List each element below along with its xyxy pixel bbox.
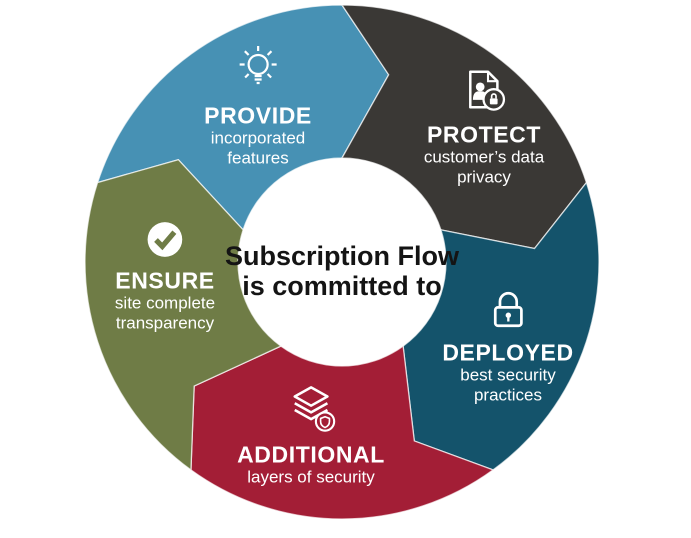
- wheel-segment-protect: [340, 4, 588, 250]
- wheel-segment-additional: [190, 344, 495, 520]
- center-caption-line2: is committed to: [242, 271, 442, 301]
- wheel-segment-provide: [96, 4, 390, 232]
- center-caption: Subscription Flow is committed to: [225, 241, 459, 301]
- center-caption-line1: Subscription Flow: [225, 241, 459, 271]
- wheel-segment-ensure: [84, 158, 283, 472]
